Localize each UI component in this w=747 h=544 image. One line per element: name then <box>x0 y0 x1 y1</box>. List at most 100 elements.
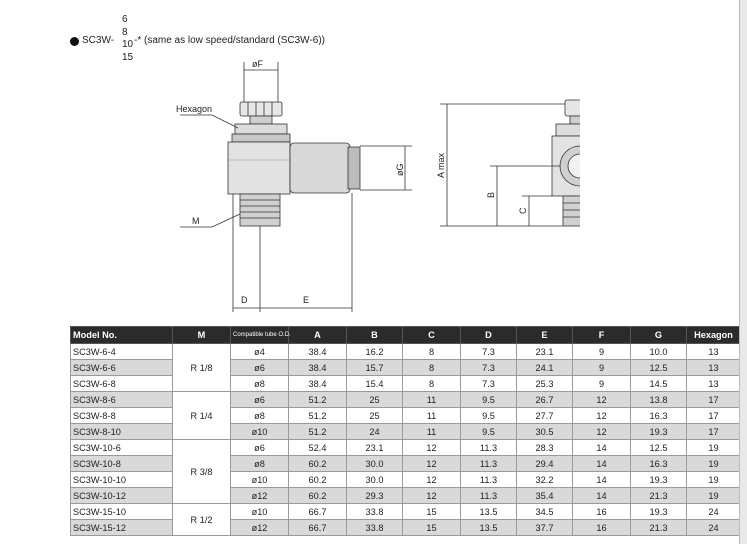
label-hexagon: Hexagon <box>176 104 212 114</box>
cell-f: 9 <box>572 375 631 392</box>
heading-suffix: -* (same as low speed/standard (SC3W-6)) <box>134 35 325 46</box>
cell-tube-od: ø12 <box>230 487 289 504</box>
cell-g: 19.3 <box>630 503 687 520</box>
cell-a: 66.7 <box>288 519 347 536</box>
cell-g: 10.0 <box>630 343 687 360</box>
cell-g: 13.8 <box>630 391 687 408</box>
cell-e: 37.7 <box>516 519 573 536</box>
cell-hexagon: 19 <box>686 471 741 488</box>
cell-e: 29.4 <box>516 455 573 472</box>
label-phiF: øF <box>252 59 263 69</box>
cell-tube-od: ø6 <box>230 391 289 408</box>
window-edge <box>739 0 747 544</box>
cell-a: 38.4 <box>288 375 347 392</box>
cell-f: 14 <box>572 487 631 504</box>
cell-m: R 1/2 <box>172 503 231 536</box>
cell-g: 21.3 <box>630 487 687 504</box>
size-options: 6 8 10 15 <box>122 14 133 64</box>
cell-f: 9 <box>572 359 631 376</box>
cell-c: 12 <box>402 455 461 472</box>
cell-e: 27.7 <box>516 407 573 424</box>
cell-c: 12 <box>402 487 461 504</box>
cell-b: 23.1 <box>346 439 403 456</box>
cell-c: 11 <box>402 391 461 408</box>
dimension-drawing: øF Hexagon M D E øG A max B C <box>176 59 580 312</box>
cell-model-no: SC3W-10-6 <box>70 439 173 456</box>
cell-tube-od: ø6 <box>230 439 289 456</box>
model-heading: SC3W- 6 8 10 15 -* (same as low speed/st… <box>70 12 370 72</box>
cell-e: 35.4 <box>516 487 573 504</box>
cell-e: 26.7 <box>516 391 573 408</box>
cell-c: 8 <box>402 343 461 360</box>
header-a: A <box>288 326 347 344</box>
cell-model-no: SC3W-15-10 <box>70 503 173 520</box>
cell-f: 12 <box>572 391 631 408</box>
cell-a: 51.2 <box>288 391 347 408</box>
size-option: 10 <box>122 39 134 50</box>
header-m: M <box>172 326 231 344</box>
cell-g: 14.5 <box>630 375 687 392</box>
cell-tube-od: ø8 <box>230 455 289 472</box>
cell-a: 51.2 <box>288 423 347 440</box>
cell-b: 25 <box>346 407 403 424</box>
cell-d: 13.5 <box>460 503 517 520</box>
cell-b: 24 <box>346 423 403 440</box>
cell-tube-od: ø12 <box>230 519 289 536</box>
cell-model-no: SC3W-15-12 <box>70 519 173 536</box>
cell-f: 14 <box>572 471 631 488</box>
heading-prefix: SC3W- <box>82 35 115 46</box>
label-b: B <box>486 192 496 198</box>
cell-model-no: SC3W-8-6 <box>70 391 173 408</box>
cell-b: 30.0 <box>346 455 403 472</box>
cell-model-no: SC3W-6-6 <box>70 359 173 376</box>
label-e: E <box>303 295 309 305</box>
cell-g: 21.3 <box>630 519 687 536</box>
cell-m: R 1/8 <box>172 343 231 392</box>
cell-g: 16.3 <box>630 455 687 472</box>
cell-g: 12.5 <box>630 439 687 456</box>
cell-d: 11.3 <box>460 471 517 488</box>
cell-tube-od: ø10 <box>230 471 289 488</box>
cell-f: 16 <box>572 519 631 536</box>
cell-b: 33.8 <box>346 519 403 536</box>
header-model-no: Model No. <box>70 326 173 344</box>
cell-g: 16.3 <box>630 407 687 424</box>
cell-e: 32.2 <box>516 471 573 488</box>
cell-hexagon: 13 <box>686 375 741 392</box>
cell-d: 7.3 <box>460 375 517 392</box>
cell-hexagon: 19 <box>686 439 741 456</box>
cell-hexagon: 17 <box>686 423 741 440</box>
cell-b: 30.0 <box>346 471 403 488</box>
size-option: 6 <box>122 14 128 25</box>
cell-d: 9.5 <box>460 407 517 424</box>
cell-g: 19.3 <box>630 471 687 488</box>
header-tube-od: Compatible tube O.D. <box>230 326 291 344</box>
cell-c: 11 <box>402 407 461 424</box>
cell-c: 8 <box>402 359 461 376</box>
bullet-icon <box>70 37 79 46</box>
cell-d: 9.5 <box>460 423 517 440</box>
cell-e: 25.3 <box>516 375 573 392</box>
cell-tube-od: ø6 <box>230 359 289 376</box>
cell-f: 14 <box>572 455 631 472</box>
header-f: F <box>572 326 631 344</box>
cell-a: 52.4 <box>288 439 347 456</box>
cell-tube-od: ø10 <box>230 503 289 520</box>
cell-hexagon: 13 <box>686 359 741 376</box>
side-view <box>180 62 412 312</box>
cell-b: 25 <box>346 391 403 408</box>
cell-m: R 1/4 <box>172 391 231 440</box>
label-phiG: øG <box>395 164 405 177</box>
cell-hexagon: 24 <box>686 503 741 520</box>
cell-hexagon: 19 <box>686 455 741 472</box>
cell-hexagon: 24 <box>686 519 741 536</box>
cell-model-no: SC3W-6-4 <box>70 343 173 360</box>
cell-f: 14 <box>572 439 631 456</box>
